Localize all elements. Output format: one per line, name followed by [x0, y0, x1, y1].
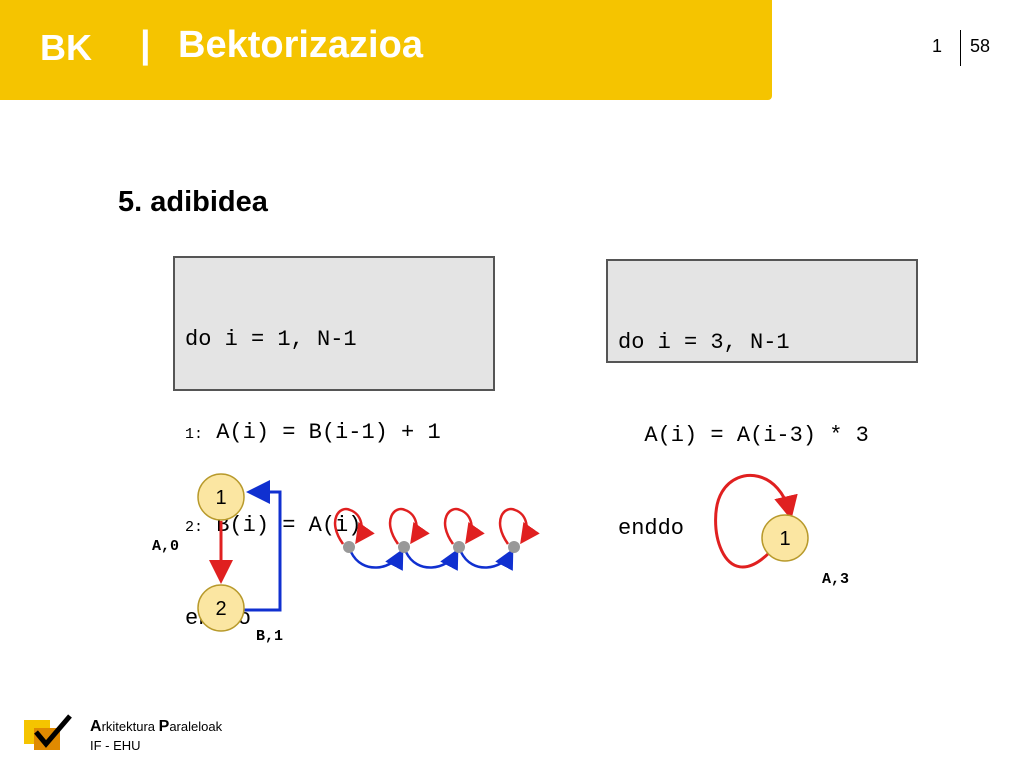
self-loop	[443, 507, 485, 545]
iteration-dot	[453, 541, 465, 553]
header-separator: |	[140, 24, 151, 66]
iteration-dot	[343, 541, 355, 553]
code-text: do i = 1, N-1	[185, 327, 357, 352]
footer-institution: IF - EHU	[90, 738, 141, 753]
code-block-2: do i = 3, N-1 A(i) = A(i-3) * 3 enddo	[606, 259, 918, 541]
iteration-space	[333, 507, 540, 571]
code-line: enddo	[618, 516, 685, 541]
line-number: 2:	[185, 519, 204, 536]
carried-dependency-arrow	[404, 548, 459, 571]
code-text: A(i) = B(i-1) + 1	[203, 420, 441, 445]
page-total: 58	[970, 36, 991, 56]
graph-node-1-label: 1	[779, 528, 790, 550]
code-line: do i = 1, N-1	[185, 324, 483, 355]
graph-node-1	[197, 473, 245, 521]
footer-word: araleloak	[169, 719, 223, 734]
page-divider	[960, 30, 961, 66]
graph-node-1	[761, 514, 809, 562]
edge-blue-b1	[244, 480, 282, 612]
dependency-graph-left: 1 2 A,0 B,1	[152, 473, 283, 645]
edge-self-loop-a3	[714, 474, 798, 569]
line-number: 1:	[185, 426, 204, 443]
checkmark-logo-icon	[24, 714, 72, 750]
footer-word: rkitektura	[101, 719, 159, 734]
carried-dependency-arrow	[349, 548, 404, 571]
footer-course-name: Arkitektura Paraleloak	[90, 718, 222, 736]
self-loop	[333, 507, 375, 545]
header-banner: BK | Bektorizazioa	[0, 0, 772, 100]
header-title: Bektorizazioa	[178, 24, 423, 66]
graph-node-1-label: 1	[215, 487, 226, 509]
dependency-graph-right: 1 A,3	[714, 474, 849, 588]
graph-node-2	[197, 584, 245, 632]
self-loop	[498, 507, 540, 545]
edge-label-b1: B,1	[256, 628, 283, 645]
graph-node-2-label: 2	[215, 598, 226, 620]
code-line: A(i) = A(i-3) * 3	[618, 423, 869, 448]
code-line: 1: A(i) = B(i-1) + 1	[185, 417, 483, 448]
footer-cap: A	[90, 718, 102, 735]
carried-dependency-arrow	[459, 548, 514, 571]
footer-cap: P	[158, 718, 170, 735]
slide-title: 5. adibidea	[118, 186, 268, 218]
iteration-dot	[508, 541, 520, 553]
self-loop	[388, 507, 430, 545]
edge-label-a3: A,3	[822, 571, 849, 588]
edge-label-a0: A,0	[152, 538, 179, 555]
iteration-dot	[398, 541, 410, 553]
code-line: do i = 3, N-1	[618, 330, 790, 355]
code-block-1: do i = 1, N-1 1: A(i) = B(i-1) + 1 2: B(…	[173, 256, 495, 631]
page-current: 1	[932, 36, 943, 56]
course-abbr: BK	[40, 27, 92, 68]
